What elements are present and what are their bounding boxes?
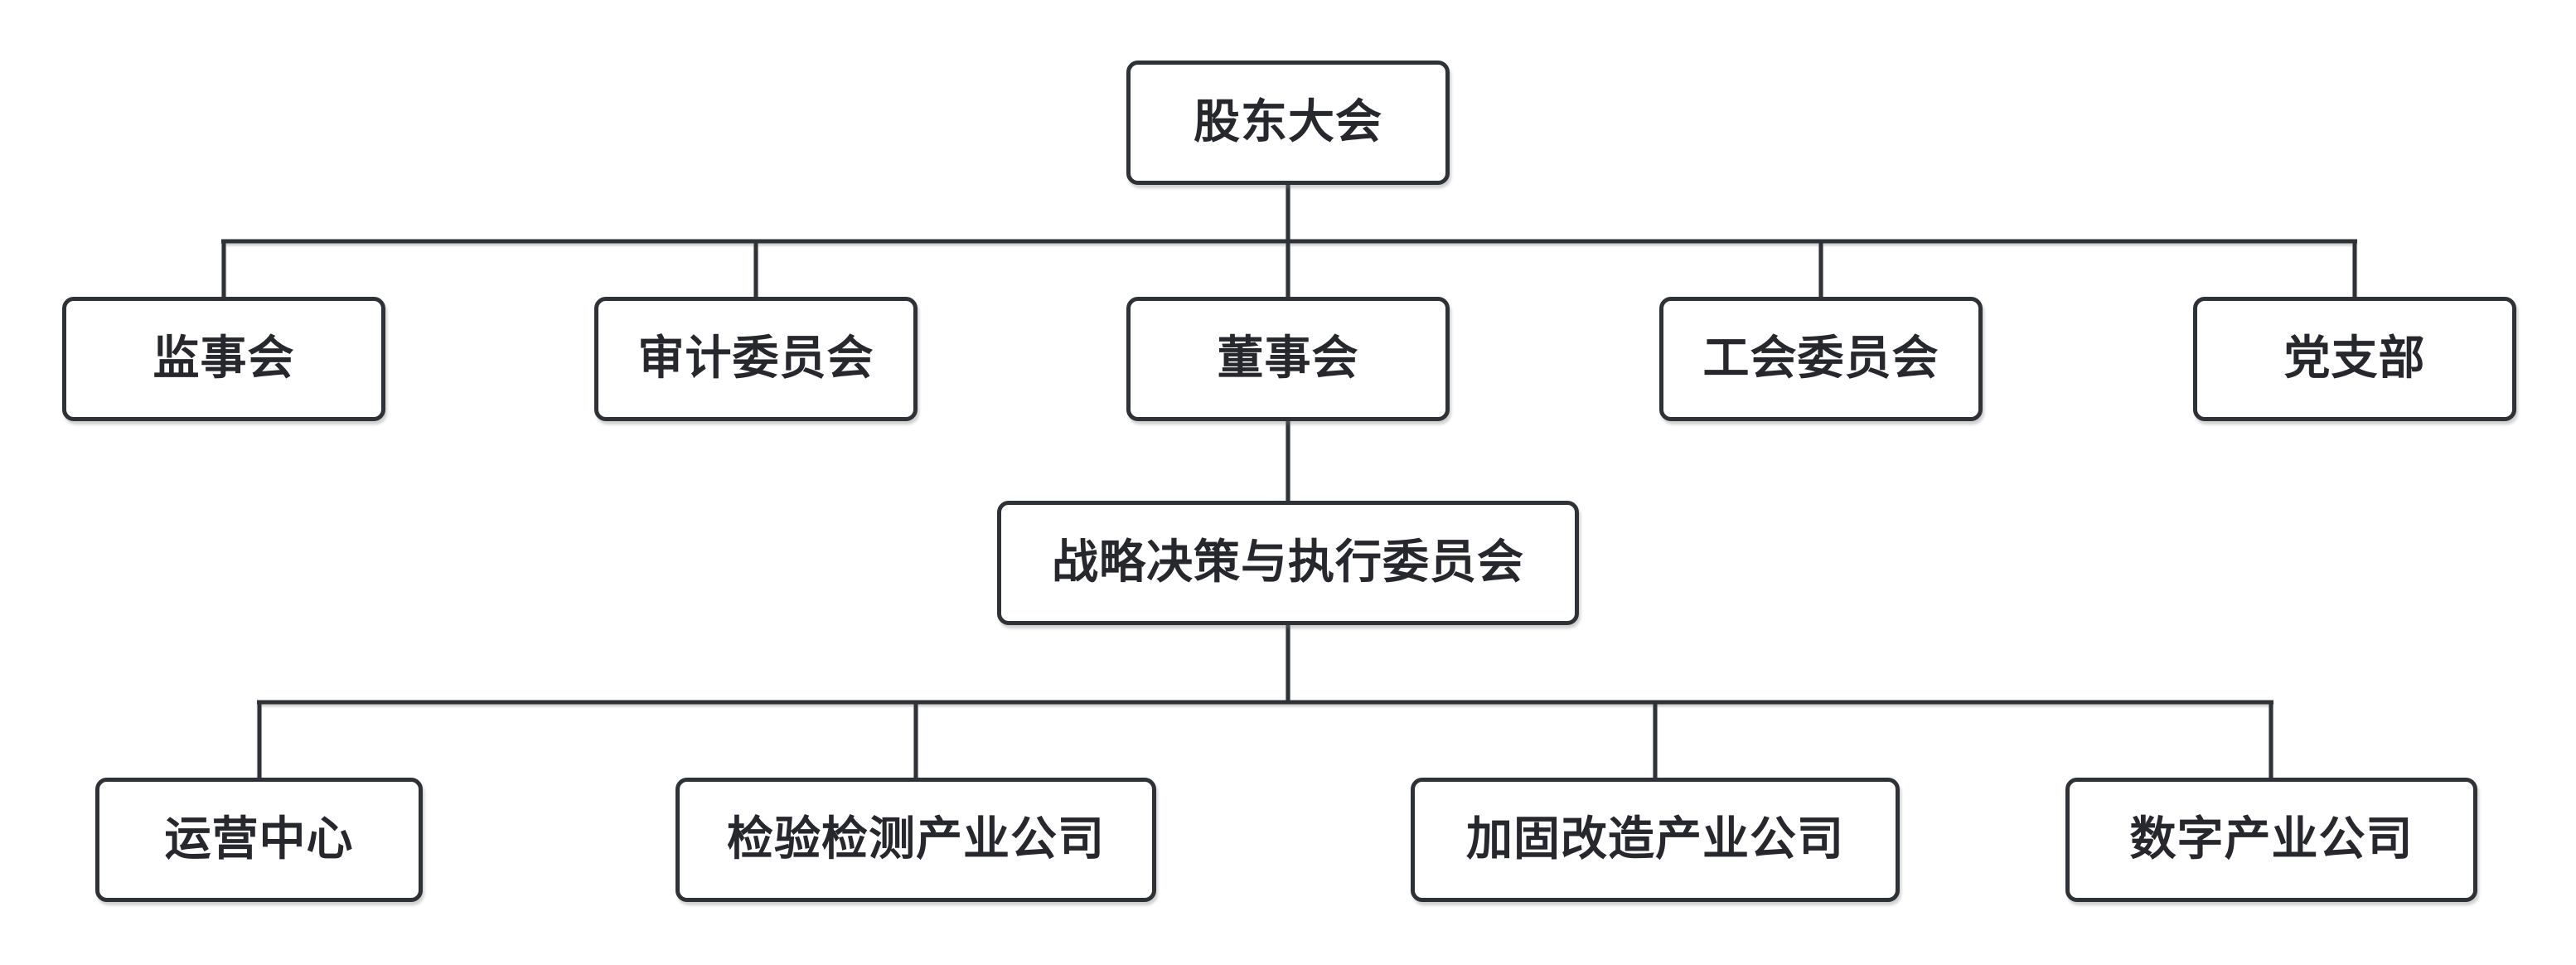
org-node-union-label: 工会委员会 (1702, 332, 1939, 384)
org-node-board-label: 董事会 (1217, 332, 1359, 384)
org-node-supervisory-label: 监事会 (153, 332, 295, 384)
org-node-supervisory: 监事会 (62, 297, 385, 421)
org-node-digital: 数字产业公司 (2065, 778, 2477, 902)
org-node-inspection-label: 检验检测产业公司 (727, 812, 1105, 865)
org-node-strategy-label: 战略决策与执行委员会 (1052, 536, 1524, 588)
org-node-union: 工会委员会 (1659, 297, 1983, 421)
org-node-reinforcement-label: 加固改造产业公司 (1466, 812, 1844, 865)
org-node-strategy: 战略决策与执行委员会 (997, 501, 1579, 625)
org-node-party-label: 党支部 (2283, 332, 2426, 384)
org-node-shareholders: 股东大会 (1126, 61, 1450, 185)
org-node-digital-label: 数字产业公司 (2129, 812, 2414, 865)
org-node-shareholders-label: 股东大会 (1194, 95, 1382, 148)
org-node-audit-label: 审计委员会 (637, 332, 874, 384)
org-node-audit: 审计委员会 (594, 297, 918, 421)
org-node-board: 董事会 (1126, 297, 1450, 421)
org-node-party: 党支部 (2193, 297, 2516, 421)
org-node-operations-label: 运营中心 (164, 812, 354, 865)
org-node-reinforcement: 加固改造产业公司 (1411, 778, 1900, 902)
org-node-inspection: 检验检测产业公司 (675, 778, 1156, 902)
org-node-operations: 运营中心 (95, 778, 423, 902)
